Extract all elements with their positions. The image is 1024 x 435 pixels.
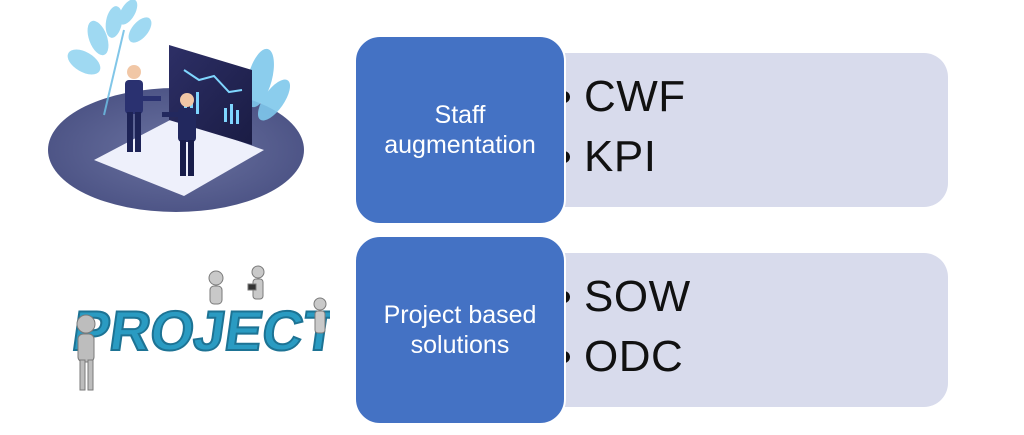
- bullet-text: SOW: [584, 272, 691, 321]
- person-figure-icon: [247, 265, 265, 300]
- category-label: Staff augmentation: [384, 101, 536, 159]
- service-row-project-based: SOW ODC Project based solutions: [354, 235, 948, 425]
- person-figure-icon: [208, 270, 224, 305]
- category-box: Staff augmentation: [354, 35, 566, 225]
- person-figure-icon: [313, 297, 327, 334]
- bullet-text: ODC: [584, 332, 684, 381]
- category-box: Project based solutions: [354, 235, 566, 425]
- person-icon: [125, 65, 161, 152]
- project-word: PROJECT: [69, 299, 330, 362]
- person-figure-icon: [76, 314, 96, 391]
- bullet-text: KPI: [584, 132, 657, 181]
- business-handshake-illustration: [24, 0, 326, 226]
- project-word-figures-illustration: PROJECT: [66, 252, 343, 412]
- service-row-staff-augmentation: CWF KPI Staff augmentation: [354, 35, 948, 225]
- bullet-item: CWF: [558, 67, 948, 127]
- bullet-item: KPI: [558, 127, 948, 187]
- floor-tile: [94, 118, 264, 196]
- person-icon: [162, 93, 196, 176]
- bullet-item: ODC: [558, 327, 948, 387]
- bullets-panel: CWF KPI: [534, 53, 948, 207]
- bullet-text: CWF: [584, 72, 686, 121]
- category-label: Project based solutions: [383, 301, 537, 359]
- leaf-icon: [67, 0, 152, 116]
- bullet-item: SOW: [558, 267, 948, 327]
- bullets-panel: SOW ODC: [534, 253, 948, 407]
- leaf-icon: [246, 48, 291, 121]
